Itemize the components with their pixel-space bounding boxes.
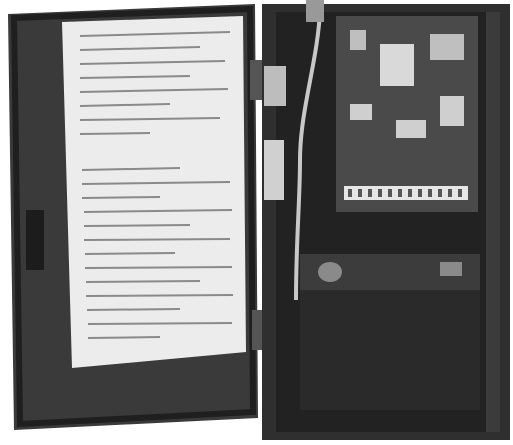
enclosure-door: [8, 4, 266, 430]
board-chip: [380, 44, 414, 86]
power-wire: [294, 9, 322, 301]
board-capacitor: [350, 30, 366, 50]
side-connector: [264, 66, 286, 106]
door-latch: [26, 210, 44, 270]
circuit-board: [336, 16, 478, 212]
enclosure-cabinet: [262, 0, 510, 440]
board-terminal-row: [344, 186, 468, 200]
board-component: [350, 104, 372, 120]
battery-terminal: [318, 262, 342, 282]
paper-text-lines: [79, 31, 234, 339]
board-relay: [430, 34, 464, 60]
door-hinge-top: [250, 60, 264, 100]
battery-body: [300, 290, 480, 410]
wiring-diagram-sheet: [62, 16, 246, 368]
board-component: [440, 96, 464, 126]
cabinet-right-wall: [486, 12, 500, 432]
cable-gland: [306, 0, 324, 22]
backup-battery: [300, 254, 480, 410]
door-inner-edge: [10, 5, 257, 428]
terminal-strip: [264, 140, 284, 200]
board-component: [396, 120, 426, 138]
terminal-screws: [348, 189, 462, 197]
paper-sheet: [62, 16, 246, 368]
battery-terminal-right: [440, 262, 462, 276]
